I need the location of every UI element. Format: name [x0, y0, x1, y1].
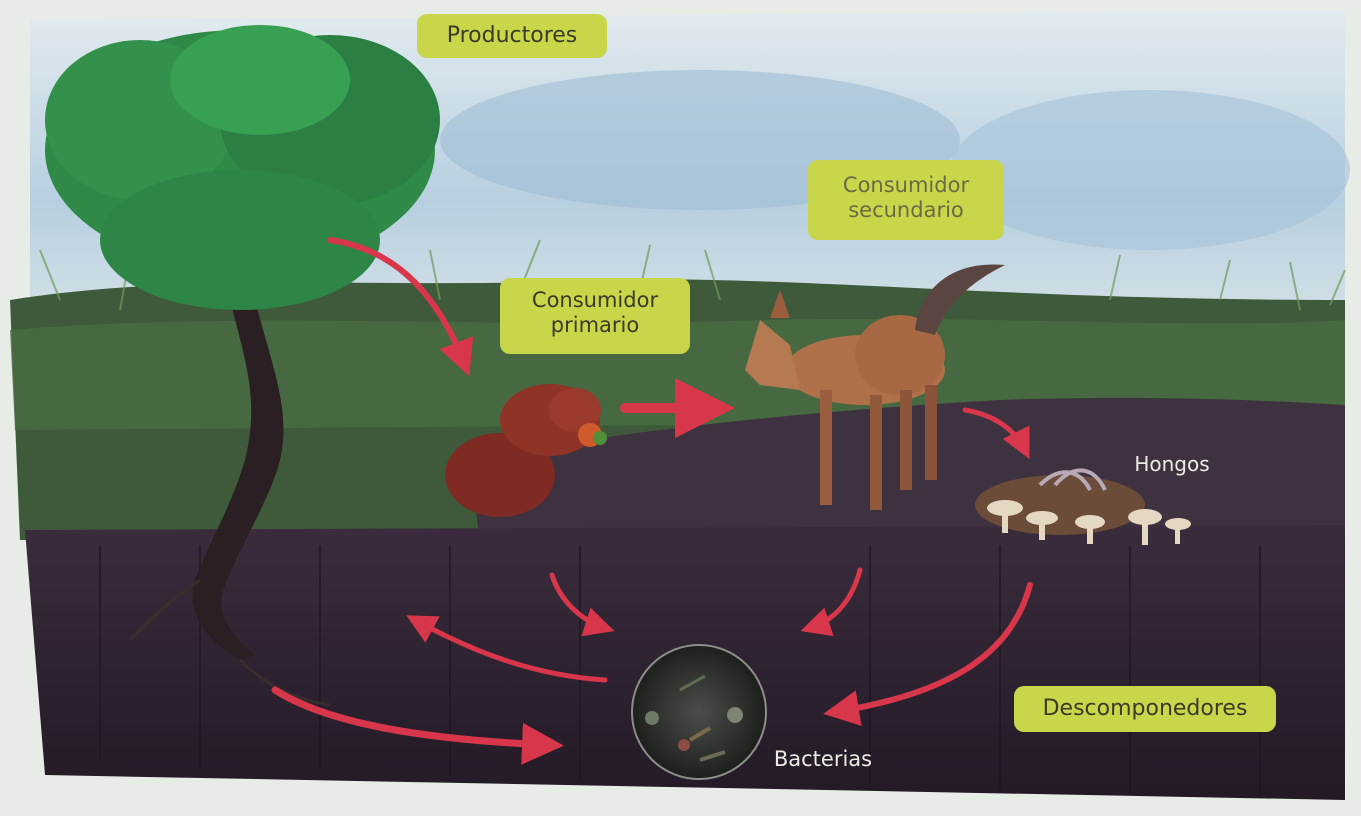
bacteria-circle [632, 645, 766, 779]
label-descomponedores: Descomponedores [1014, 686, 1276, 732]
label-consumidor-primario: Consumidor primario [500, 278, 690, 354]
label-productores: Productores [417, 14, 607, 58]
label-consumidor-secundario: Consumidor secundario [808, 160, 1004, 240]
label-hongos: Hongos [1112, 452, 1232, 482]
label-bacterias: Bacterias [758, 747, 888, 777]
